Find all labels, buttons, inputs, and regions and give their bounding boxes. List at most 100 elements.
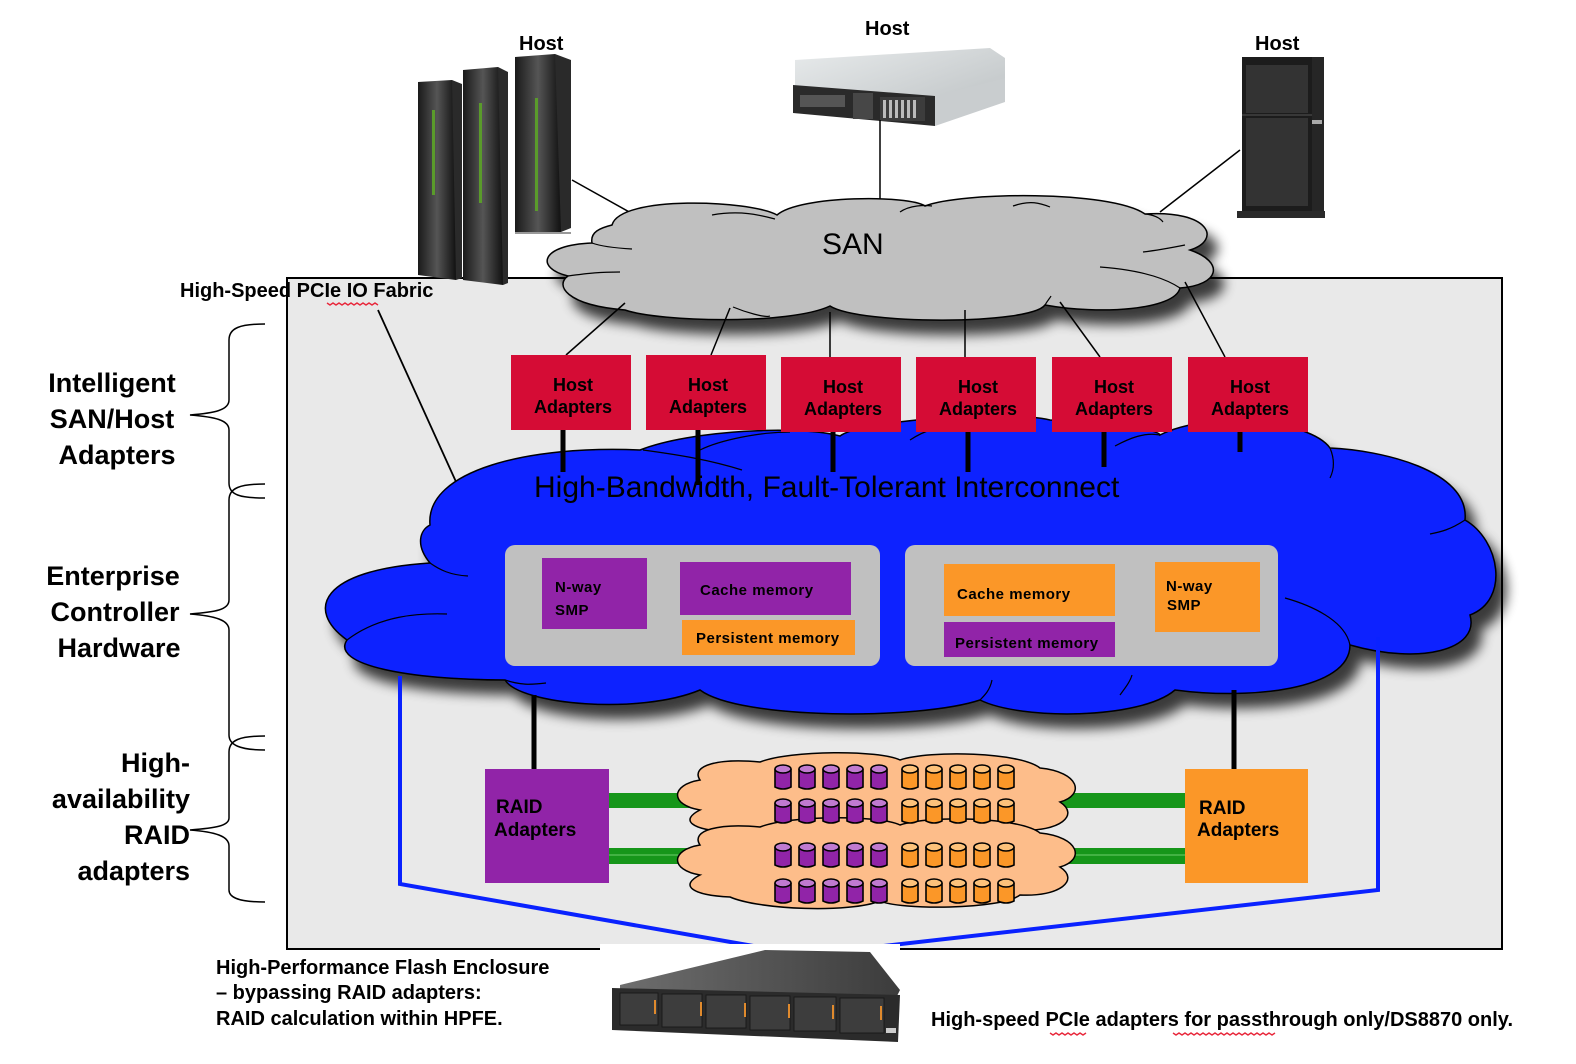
host-mainframe-icon[interactable]	[418, 54, 571, 285]
host-label: Host	[1255, 33, 1300, 55]
disk-drive-icon[interactable]	[901, 842, 919, 868]
smp-box[interactable]	[1155, 562, 1260, 632]
host-adapter-label: Adapters	[804, 399, 882, 419]
fabric-label: High-Speed PCIe IO Fabric	[180, 280, 433, 306]
disk-drive-icon[interactable]	[973, 878, 991, 904]
side-braces	[189, 323, 266, 903]
disk-drive-icon[interactable]	[798, 764, 816, 790]
disk-drive-icon[interactable]	[870, 764, 888, 790]
host-adapter-label: Adapters	[939, 399, 1017, 419]
disk-drive-icon[interactable]	[870, 878, 888, 904]
disk-drive-icon[interactable]	[973, 798, 991, 824]
interconnect-raid-links	[531, 690, 1237, 770]
svg-text:Intelligent: Intelligent	[48, 368, 176, 398]
disk-drive-icon[interactable]	[901, 764, 919, 790]
disk-drive-icon[interactable]	[846, 878, 864, 904]
san-cloud	[546, 194, 1215, 321]
host-label: Host	[865, 18, 910, 40]
disk-drive-icon[interactable]	[997, 878, 1015, 904]
svg-text:SAN/Host: SAN/Host	[50, 404, 175, 434]
controller-left[interactable]: N-way SMP Cache memory Persistent memory	[505, 545, 880, 666]
svg-text:– bypassing RAID adapters:: – bypassing RAID adapters:	[216, 982, 482, 1004]
host-adapter-label: Host	[1094, 377, 1134, 397]
raid-adapter-right[interactable]: RAID Adapters	[1185, 769, 1308, 883]
disk-drive-icon[interactable]	[774, 878, 792, 904]
disk-drive-icon[interactable]	[949, 842, 967, 868]
spellcheck-underline	[1172, 1032, 1276, 1036]
svg-text:Controller: Controller	[50, 597, 179, 627]
disk-drive-icon[interactable]	[822, 798, 840, 824]
disk-drive-icon[interactable]	[798, 878, 816, 904]
disk-drive-icon[interactable]	[949, 764, 967, 790]
disk-drive-icon[interactable]	[870, 842, 888, 868]
persistent-memory-box[interactable]	[682, 620, 855, 655]
disk-drive-icon[interactable]	[925, 798, 943, 824]
disk-drive-icon[interactable]	[846, 842, 864, 868]
disk-drive-icon[interactable]	[798, 842, 816, 868]
fabric-arrow	[377, 309, 462, 495]
host-adapter-label: Host	[823, 377, 863, 397]
disk-drive-icon[interactable]	[798, 798, 816, 824]
disk-drive-icon[interactable]	[822, 842, 840, 868]
disk-drive-icon[interactable]	[774, 842, 792, 868]
disk-drive-icon[interactable]	[822, 878, 840, 904]
host-tower-server-icon[interactable]	[1237, 57, 1325, 218]
disk-drive-icon[interactable]	[997, 842, 1015, 868]
disk-enclosures	[677, 751, 1077, 910]
host-adapter-label: Host	[958, 377, 998, 397]
side-label-host-adapters: Intelligent SAN/Host Adapters	[48, 368, 176, 470]
disk-drive-icon[interactable]	[846, 798, 864, 824]
persistent-memory-label: Persistent memory	[955, 635, 1099, 652]
disk-drive-icon[interactable]	[925, 764, 943, 790]
controller-right[interactable]: Cache memory Persistent memory N-way SMP	[905, 545, 1278, 666]
raid-adapter-left[interactable]: RAID Adapters	[485, 769, 609, 883]
disk-drive-icon[interactable]	[949, 798, 967, 824]
host-adapter-label: Host	[688, 375, 728, 395]
disk-drive-icon[interactable]	[774, 764, 792, 790]
disk-drive-icon[interactable]	[846, 764, 864, 790]
disk-drive-icon[interactable]	[997, 798, 1015, 824]
raid-label: RAID	[1199, 798, 1245, 819]
disk-drive-icon[interactable]	[997, 764, 1015, 790]
disk-drive-icon[interactable]	[822, 764, 840, 790]
disk-drive-icon[interactable]	[901, 878, 919, 904]
disk-drive-icon[interactable]	[870, 798, 888, 824]
svg-text:RAID calculation within HPFE.: RAID calculation within HPFE.	[216, 1008, 503, 1030]
disk-drive-icon[interactable]	[901, 798, 919, 824]
disk-drive-icon[interactable]	[774, 798, 792, 824]
svg-text:Adapters: Adapters	[58, 440, 175, 470]
hpfe-enclosure-icon[interactable]	[612, 950, 900, 1042]
persistent-memory-box[interactable]	[944, 622, 1115, 657]
side-label-raid: High- availability RAID adapters	[52, 748, 190, 886]
san-label: SAN	[822, 228, 884, 261]
cache-memory-box[interactable]	[944, 564, 1115, 616]
host-label: Host	[519, 33, 564, 55]
smp-label: N-way	[1166, 578, 1213, 595]
smp-box[interactable]	[542, 558, 647, 629]
disk-drive-icon[interactable]	[949, 878, 967, 904]
disk-drive-icon[interactable]	[973, 764, 991, 790]
svg-text:High-speed PCIe adapters for p: High-speed PCIe adapters for passthrough…	[931, 1009, 1513, 1031]
disk-drive-icon[interactable]	[925, 878, 943, 904]
cache-memory-box[interactable]	[680, 562, 851, 615]
cache-memory-label: Cache memory	[700, 582, 814, 599]
svg-text:availability: availability	[52, 784, 190, 814]
disk-drive-icon[interactable]	[925, 842, 943, 868]
pcie-note: High-speed PCIe adapters for passthrough…	[931, 1009, 1513, 1036]
persistent-memory-label: Persistent memory	[696, 630, 840, 647]
disk-drive-icon[interactable]	[973, 842, 991, 868]
raid-label: Adapters	[494, 820, 576, 841]
svg-text:Hardware: Hardware	[57, 633, 180, 663]
svg-text:Enterprise: Enterprise	[46, 561, 180, 591]
host-rack-server-icon[interactable]	[793, 48, 1005, 126]
host-adapter-label: Host	[1230, 377, 1270, 397]
host-adapter-label: Host	[553, 375, 593, 395]
host-adapters-row: HostAdaptersHostAdaptersHostAdaptersHost…	[511, 355, 1308, 485]
